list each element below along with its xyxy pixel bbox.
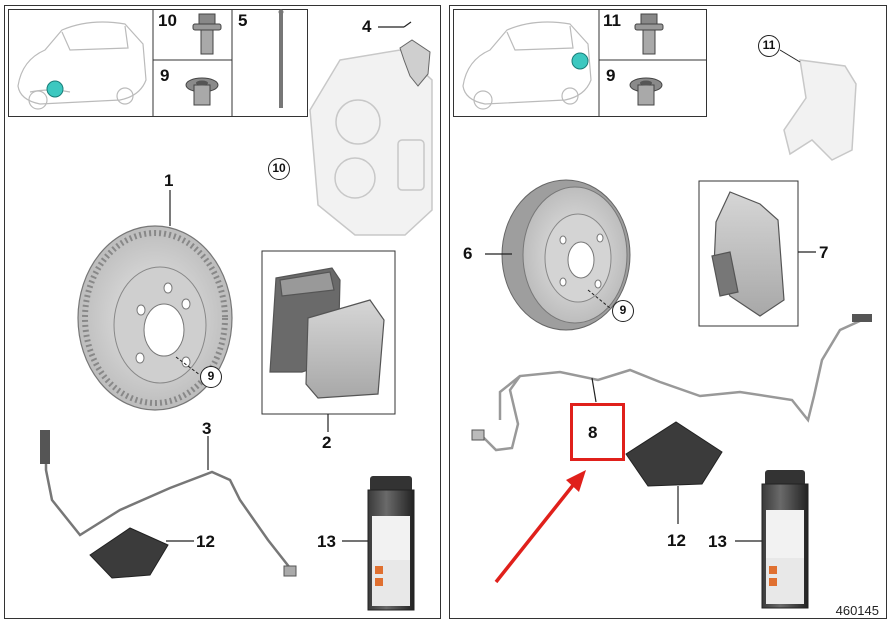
label-thumb-9-right[interactable]: 9 (606, 66, 616, 85)
label-part-10-circle[interactable]: 10 (268, 158, 290, 180)
label-part-4[interactable]: 4 (362, 17, 372, 36)
right-car-sketch (462, 21, 592, 110)
label-left-13[interactable]: 13 (317, 532, 336, 551)
label-left-disc-9-circle[interactable]: 9 (200, 366, 222, 388)
left-thumbnail-frame (8, 9, 308, 117)
left-pads (269, 267, 385, 399)
label-part-1[interactable]: 1 (164, 171, 174, 190)
left-sensor-wire (44, 432, 291, 569)
label-right-disc-9-text: 9 (619, 303, 627, 317)
leader-left-9 (175, 356, 201, 376)
label-part-11-circle[interactable]: 11 (758, 35, 780, 57)
label-part-3[interactable]: 3 (202, 419, 212, 438)
leader-8 (591, 377, 597, 403)
left-clip-4 (399, 39, 431, 87)
label-part-8[interactable]: 8 (588, 423, 598, 442)
label-thumb-10-left[interactable]: 10 (158, 11, 177, 30)
label-right-disc-9-circle[interactable]: 9 (612, 300, 634, 322)
right-spray-can (761, 470, 809, 609)
right-thumb-dividers (598, 9, 707, 117)
label-part-11-text: 11 (762, 38, 776, 52)
left-thumb-bolt-10 (192, 13, 222, 55)
right-sensor-wire (481, 318, 863, 452)
red-arrow (494, 470, 586, 584)
left-spray-can (367, 476, 415, 611)
left-disc (77, 225, 233, 411)
left-grease-packet (89, 527, 169, 579)
label-right-12[interactable]: 12 (667, 531, 686, 550)
highlight-box-part-8 (570, 403, 625, 461)
right-grease-packet (625, 421, 723, 487)
label-part-6[interactable]: 6 (463, 244, 473, 263)
left-thumb-dividers (152, 9, 233, 117)
left-caliper (309, 49, 433, 236)
label-thumb-9-left[interactable]: 9 (160, 66, 170, 85)
left-car-position-marker (46, 80, 64, 98)
label-right-13[interactable]: 13 (708, 532, 727, 551)
diagram-number: 460145 (835, 603, 879, 618)
left-car-sketch (17, 21, 147, 110)
label-part-2[interactable]: 2 (322, 433, 332, 452)
right-sensor-plug (471, 429, 485, 441)
right-carrier (783, 59, 857, 161)
right-car-position-marker (571, 52, 589, 70)
right-pads (711, 191, 785, 317)
label-left-12[interactable]: 12 (196, 532, 215, 551)
label-left-disc-9-text: 9 (207, 369, 215, 383)
right-disc (501, 179, 631, 331)
label-part-7[interactable]: 7 (819, 243, 829, 262)
label-thumb-5-left[interactable]: 5 (238, 11, 248, 30)
leader-11 (779, 49, 801, 63)
left-sensor-plug (283, 565, 297, 577)
right-thumb-bolt-11 (634, 13, 664, 55)
right-thumb-bolt-9 (629, 77, 663, 106)
right-pads-frame (698, 180, 799, 327)
left-thumb-bolt-9 (185, 77, 219, 106)
left-thumb-rod-5 (278, 9, 284, 108)
label-part-10-text: 10 (272, 161, 286, 175)
label-thumb-11-right[interactable]: 11 (603, 11, 621, 30)
